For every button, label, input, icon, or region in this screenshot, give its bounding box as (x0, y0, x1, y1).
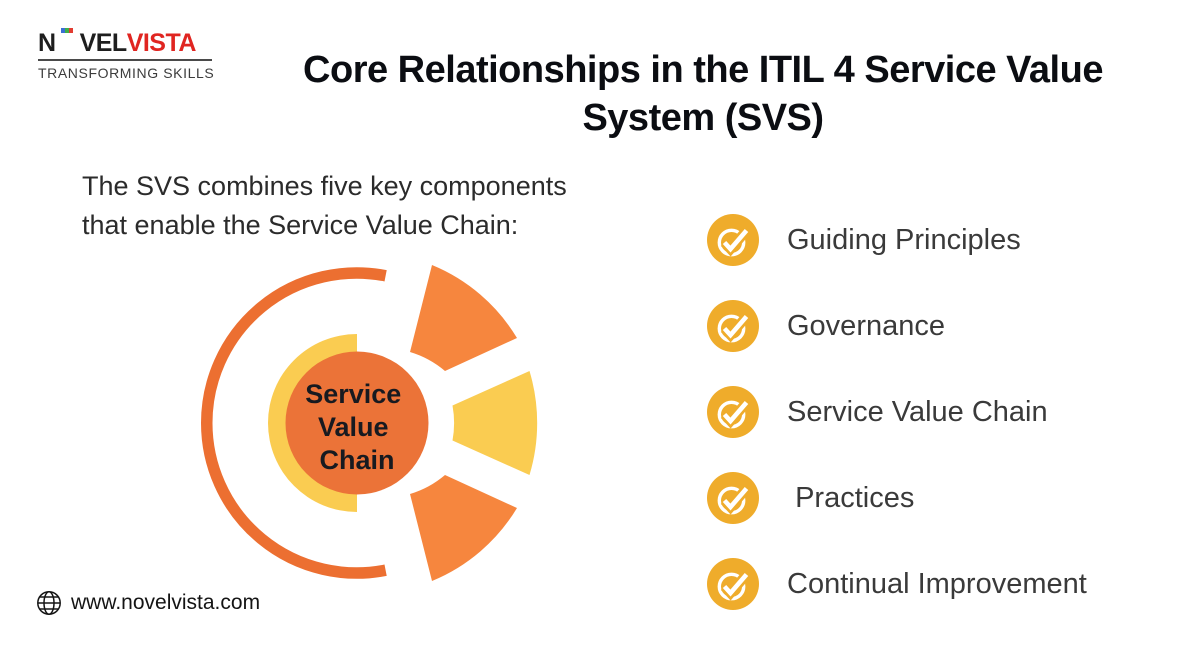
svs-components-list: Guiding Principles Governance Service Va… (707, 214, 1087, 644)
list-item-label: Continual Improvement (787, 567, 1087, 600)
list-item: Governance (707, 300, 1087, 352)
intro-text: The SVS combines five key components tha… (82, 167, 567, 245)
check-circle-icon (707, 386, 759, 438)
intro-line1: The SVS combines five key components (82, 171, 567, 201)
logo-ball-icon (57, 28, 79, 56)
footer: www.novelvista.com (36, 590, 260, 616)
intro-line2: that enable the Service Value Chain: (82, 210, 519, 240)
diagram-wedge-bottom (410, 475, 517, 581)
novelvista-logo: N VEL VISTA TRANSFORMING SKILLS (38, 28, 218, 81)
logo-text-vel: VEL (79, 29, 128, 57)
list-item-label: Guiding Principles (787, 223, 1021, 256)
page-title-line2: System (SVS) (582, 97, 824, 139)
website-url: www.novelvista.com (71, 591, 261, 614)
list-item-label: Service Value Chain (787, 395, 1048, 428)
diagram-center-label: Service Value Chain (305, 379, 409, 475)
check-circle-icon (707, 300, 759, 352)
logo-text-n: N (38, 29, 56, 57)
globe-icon (37, 591, 61, 615)
page-title: Core Relationships in the ITIL 4 Service… (228, 46, 1178, 142)
list-item: Continual Improvement (707, 558, 1087, 610)
diagram-wedge-top (410, 265, 517, 371)
list-item: Practices (707, 472, 1087, 524)
list-item: Service Value Chain (707, 386, 1087, 438)
list-item-label: Governance (787, 309, 945, 342)
logo-text-vista: VISTA (126, 29, 197, 57)
logo-wordmark: N VEL VISTA (38, 28, 218, 57)
logo-strip-icon (60, 28, 73, 33)
check-circle-icon (707, 558, 759, 610)
service-value-chain-diagram: Service Value Chain (201, 265, 538, 581)
diagram-outer-arc (201, 267, 387, 579)
check-circle-icon (707, 472, 759, 524)
diagram-wedge-middle (452, 371, 538, 475)
diagram-center-circle (285, 351, 429, 495)
logo-divider (38, 59, 212, 61)
page-title-line1: Core Relationships in the ITIL 4 Service… (303, 49, 1103, 91)
check-circle-icon (707, 214, 759, 266)
logo-tagline: TRANSFORMING SKILLS (38, 65, 215, 81)
list-item: Guiding Principles (707, 214, 1087, 266)
list-item-label: Practices (787, 481, 915, 514)
